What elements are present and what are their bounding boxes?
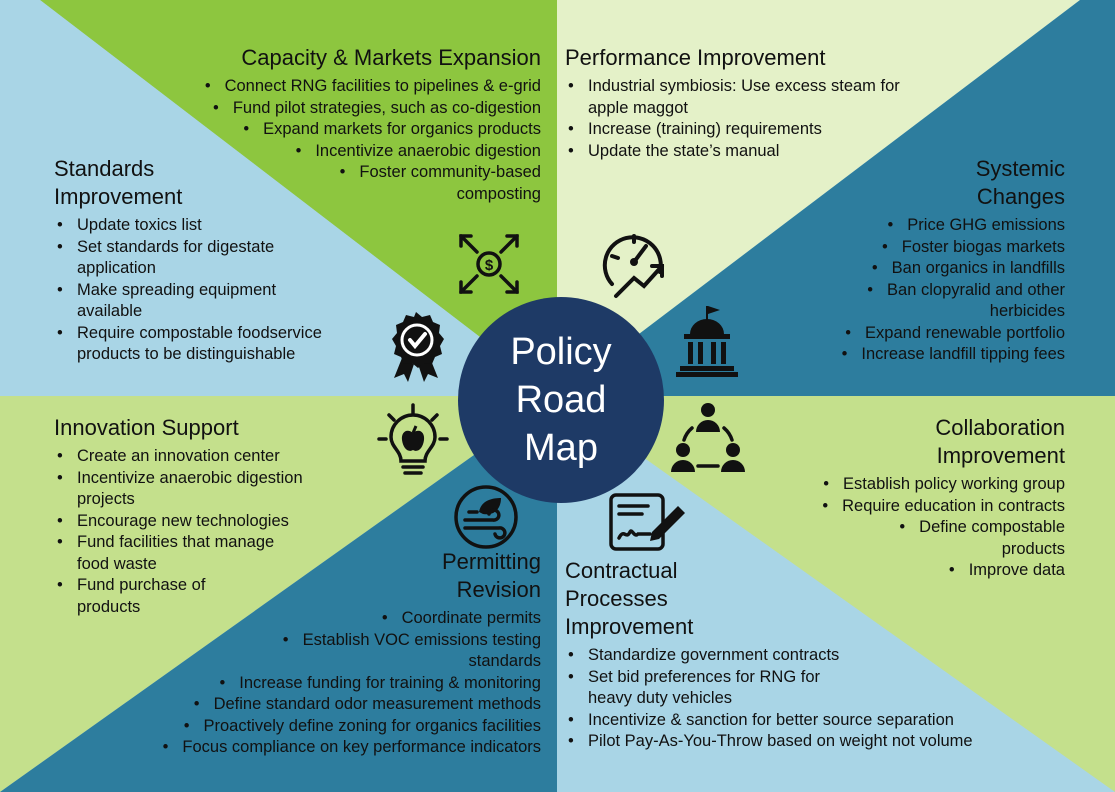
list-item: Proactively define zoning for organics f… bbox=[71, 716, 541, 738]
list-item: Ban clopyralid and other herbicides bbox=[745, 280, 1065, 323]
list-item: Establish VOC emissions testing standard… bbox=[71, 630, 541, 673]
section-title: Collaboration Improvement bbox=[935, 415, 1065, 468]
government-building-icon bbox=[676, 306, 738, 377]
center-title: Policy Road Map bbox=[510, 331, 612, 469]
award-badge-icon bbox=[392, 312, 444, 382]
list-item: Increase funding for training & monitori… bbox=[71, 673, 541, 695]
section-innovation: Innovation Support Create an innovation … bbox=[54, 414, 374, 618]
list-item: Price GHG emissions bbox=[745, 215, 1065, 237]
list-item: Expand markets for organics products bbox=[101, 119, 541, 141]
list-item: Fund facilities that manage food waste bbox=[54, 532, 374, 575]
leaf-wind-icon bbox=[454, 485, 518, 549]
list-item: Incentivize anaerobic digestion bbox=[101, 141, 541, 163]
list-item: Expand renewable portfolio bbox=[745, 323, 1065, 345]
section-title: Innovation Support bbox=[54, 415, 239, 440]
list-item: Update toxics list bbox=[54, 215, 374, 237]
section-capacity-markets: Capacity & Markets Expansion Connect RNG… bbox=[101, 44, 541, 205]
section-title: Contractual Processes Improvement bbox=[565, 558, 694, 639]
list-item: Establish policy working group bbox=[745, 474, 1065, 496]
section-permitting: Permitting Revision Coordinate permits E… bbox=[71, 548, 541, 759]
list-item: Coordinate permits bbox=[71, 608, 541, 630]
list-item: Improve data bbox=[745, 560, 1065, 582]
list-item: Incentivize anaerobic digestion projects bbox=[54, 468, 374, 511]
svg-text:$: $ bbox=[485, 257, 494, 274]
list-item: Create an innovation center bbox=[54, 446, 374, 468]
section-contractual: Contractual Processes Improvement Standa… bbox=[565, 557, 1065, 753]
list-item: Set standards for digestate application bbox=[54, 237, 374, 280]
list-item: Foster community-based composting bbox=[101, 162, 541, 205]
section-performance: Performance Improvement Industrial symbi… bbox=[565, 44, 985, 162]
list-item: Ban organics in landfills bbox=[745, 258, 1065, 280]
contract-signature-icon bbox=[609, 493, 685, 551]
list-item: Pilot Pay-As-You-Throw based on weight n… bbox=[565, 731, 1065, 753]
section-standards: Standards Improvement Update toxics list… bbox=[54, 155, 374, 366]
list-item: Require education in contracts bbox=[745, 496, 1065, 518]
list-item: Standardize government contracts bbox=[565, 645, 1065, 667]
team-network-icon bbox=[671, 403, 745, 472]
list-item: Industrial symbiosis: Use excess steam f… bbox=[565, 76, 985, 119]
list-item: Connect RNG facilities to pipelines & e-… bbox=[101, 76, 541, 98]
list-item: Encourage new technologies bbox=[54, 511, 374, 533]
money-arrows-icon: $ bbox=[459, 234, 519, 294]
lightbulb-apple-icon bbox=[377, 403, 449, 475]
list-item: Make spreading equipment available bbox=[54, 280, 374, 323]
section-title: Capacity & Markets Expansion bbox=[241, 45, 541, 70]
section-systemic: Systemic Changes Price GHG emissions Fos… bbox=[745, 155, 1065, 366]
list-item: Define standard odor measurement methods bbox=[71, 694, 541, 716]
section-title: Standards Improvement bbox=[54, 156, 183, 209]
list-item: Increase landfill tipping fees bbox=[745, 344, 1065, 366]
section-collaboration: Collaboration Improvement Establish poli… bbox=[745, 414, 1065, 582]
section-title: Permitting Revision bbox=[441, 549, 541, 602]
list-item: Fund pilot strategies, such as co-digest… bbox=[101, 98, 541, 120]
list-item: Incentivize & sanction for better source… bbox=[565, 710, 1065, 732]
list-item: Define compostable products bbox=[745, 517, 1065, 560]
list-item: Increase (training) requirements bbox=[565, 119, 985, 141]
list-item: Focus compliance on key performance indi… bbox=[71, 737, 541, 759]
section-title: Systemic Changes bbox=[975, 156, 1065, 209]
list-item: Require compostable foodservice products… bbox=[54, 323, 374, 366]
section-title: Performance Improvement bbox=[565, 45, 826, 70]
list-item: Update the state’s manual bbox=[565, 141, 985, 163]
list-item: Foster biogas markets bbox=[745, 237, 1065, 259]
list-item: Set bid preferences for RNG for heavy du… bbox=[565, 667, 1065, 710]
speedometer-growth-icon bbox=[602, 234, 664, 298]
center-circle: Policy Road Map bbox=[458, 297, 664, 503]
